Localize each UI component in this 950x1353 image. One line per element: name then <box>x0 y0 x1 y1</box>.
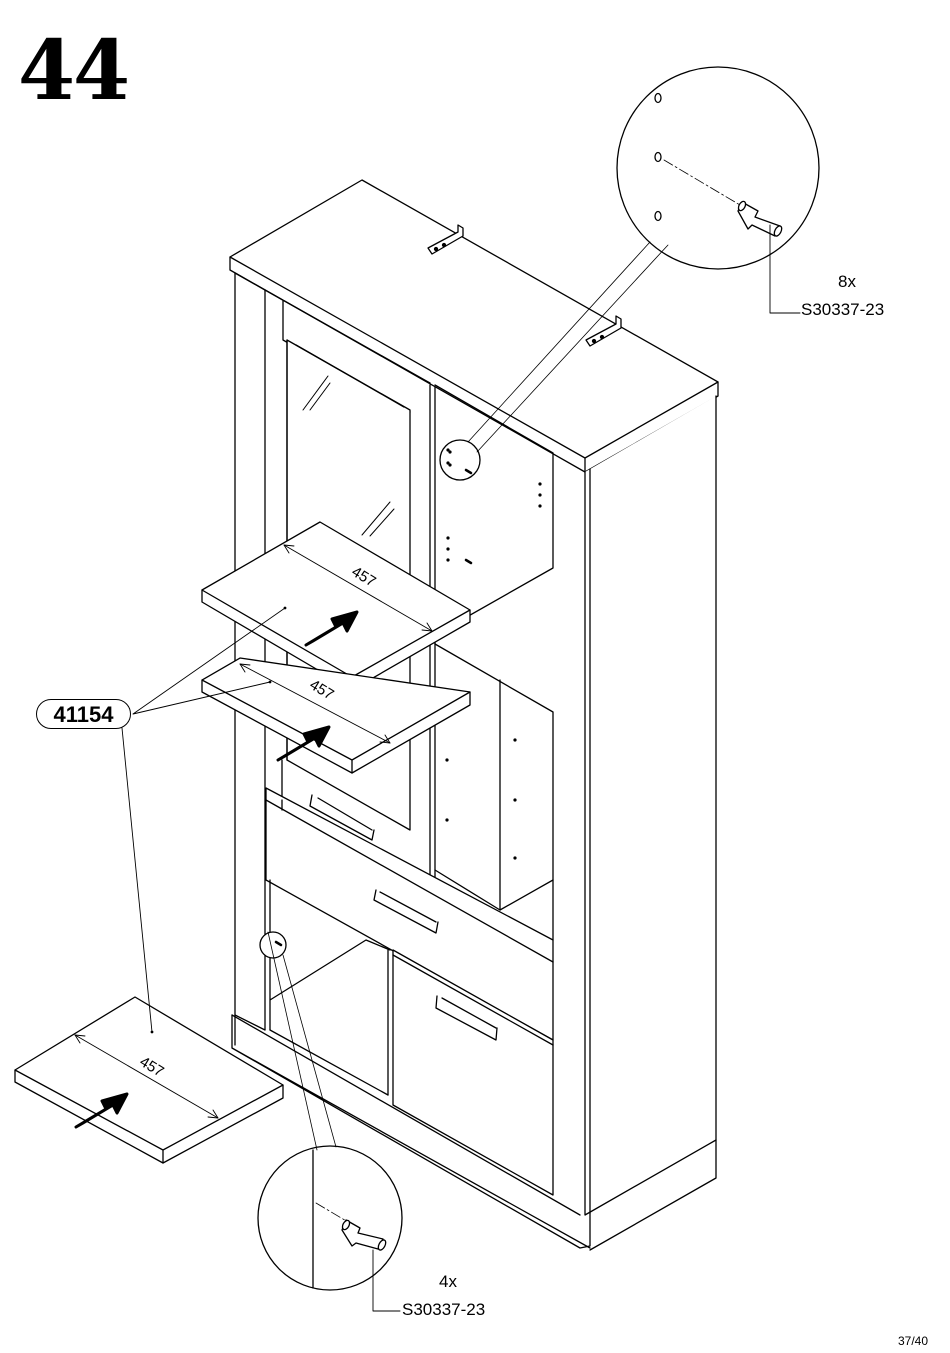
detail-callout-lower <box>258 932 402 1311</box>
hardware-quantity: 8x <box>838 272 856 292</box>
cabinet-right-side <box>585 396 716 1215</box>
hardware-code: S30337-23 <box>801 300 884 320</box>
hardware-code: S30337-23 <box>402 1300 485 1320</box>
step-number: 44 <box>18 30 128 112</box>
page-number: 37/40 <box>898 1334 928 1348</box>
part-label: 41154 <box>36 699 131 729</box>
hardware-quantity: 4x <box>439 1272 457 1292</box>
